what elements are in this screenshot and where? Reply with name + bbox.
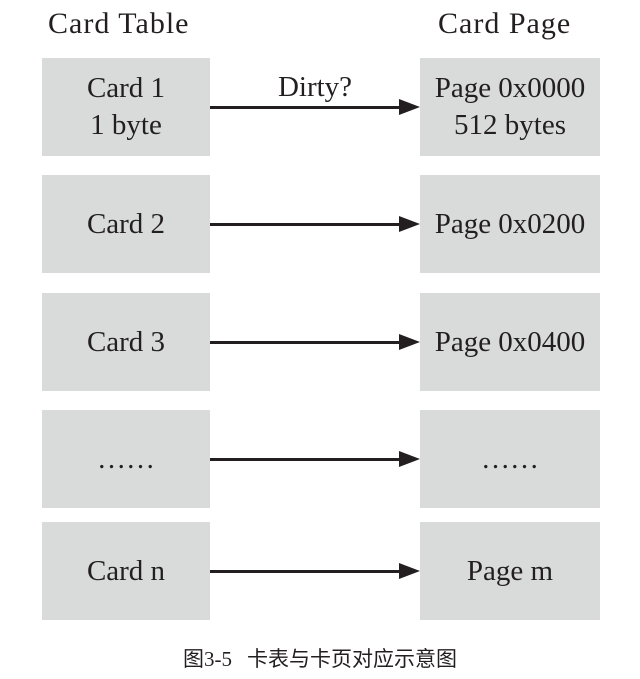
mapping-arrow (210, 293, 420, 391)
arrow-head-icon (399, 216, 420, 232)
arrow-line (210, 106, 404, 109)
arrow-head-icon (399, 334, 420, 350)
card-box-sublabel: 1 byte (90, 109, 162, 141)
mapping-row: Card 1 1 byte Dirty? Page 0x0000 512 byt… (0, 58, 640, 156)
arrow-label: Dirty? (277, 71, 353, 103)
page-box: Page m (420, 522, 600, 620)
card-box-label: Card 1 (86, 72, 166, 104)
card-box: Card 3 (42, 293, 210, 391)
mapping-arrow (210, 410, 420, 508)
card-box-label: Card n (86, 554, 166, 587)
card-box-label: …… (97, 442, 155, 475)
page-box: Page 0x0000 512 bytes (420, 58, 600, 156)
card-box-label: Card 2 (86, 207, 166, 240)
right-column-header: Card Page (438, 7, 572, 40)
arrow-line (210, 570, 404, 573)
page-box-sublabel: 512 bytes (454, 109, 566, 141)
mapping-row: Card 3 Page 0x0400 (0, 293, 640, 391)
page-box-label: …… (481, 442, 539, 475)
mapping-row: Card n Page m (0, 522, 640, 620)
card-box-label: Card 3 (86, 325, 166, 358)
mapping-arrow: Dirty? (210, 58, 420, 156)
page-box: …… (420, 410, 600, 508)
mapping-arrow (210, 175, 420, 273)
page-box: Page 0x0400 (420, 293, 600, 391)
arrow-line (210, 223, 404, 226)
page-box-label: Page m (466, 554, 554, 587)
page-box-label: Page 0x0400 (434, 325, 586, 358)
page-box-label: Page 0x0000 (434, 72, 586, 104)
mapping-row: …… …… (0, 410, 640, 508)
caption-tag: 图3-5 (183, 647, 232, 671)
caption-title: 卡表与卡页对应示意图 (247, 647, 457, 671)
card-box: …… (42, 410, 210, 508)
arrow-head-icon (399, 99, 420, 115)
card-box: Card n (42, 522, 210, 620)
arrow-line (210, 341, 404, 344)
arrow-head-icon (399, 451, 420, 467)
mapping-row: Card 2 Page 0x0200 (0, 175, 640, 273)
mapping-arrow (210, 522, 420, 620)
card-box: Card 1 1 byte (42, 58, 210, 156)
figure-caption: 图3-5 卡表与卡页对应示意图 (0, 645, 640, 673)
card-box: Card 2 (42, 175, 210, 273)
left-column-header: Card Table (48, 7, 190, 40)
arrow-line (210, 458, 404, 461)
page-box: Page 0x0200 (420, 175, 600, 273)
page-box-label: Page 0x0200 (434, 207, 586, 240)
arrow-head-icon (399, 563, 420, 579)
